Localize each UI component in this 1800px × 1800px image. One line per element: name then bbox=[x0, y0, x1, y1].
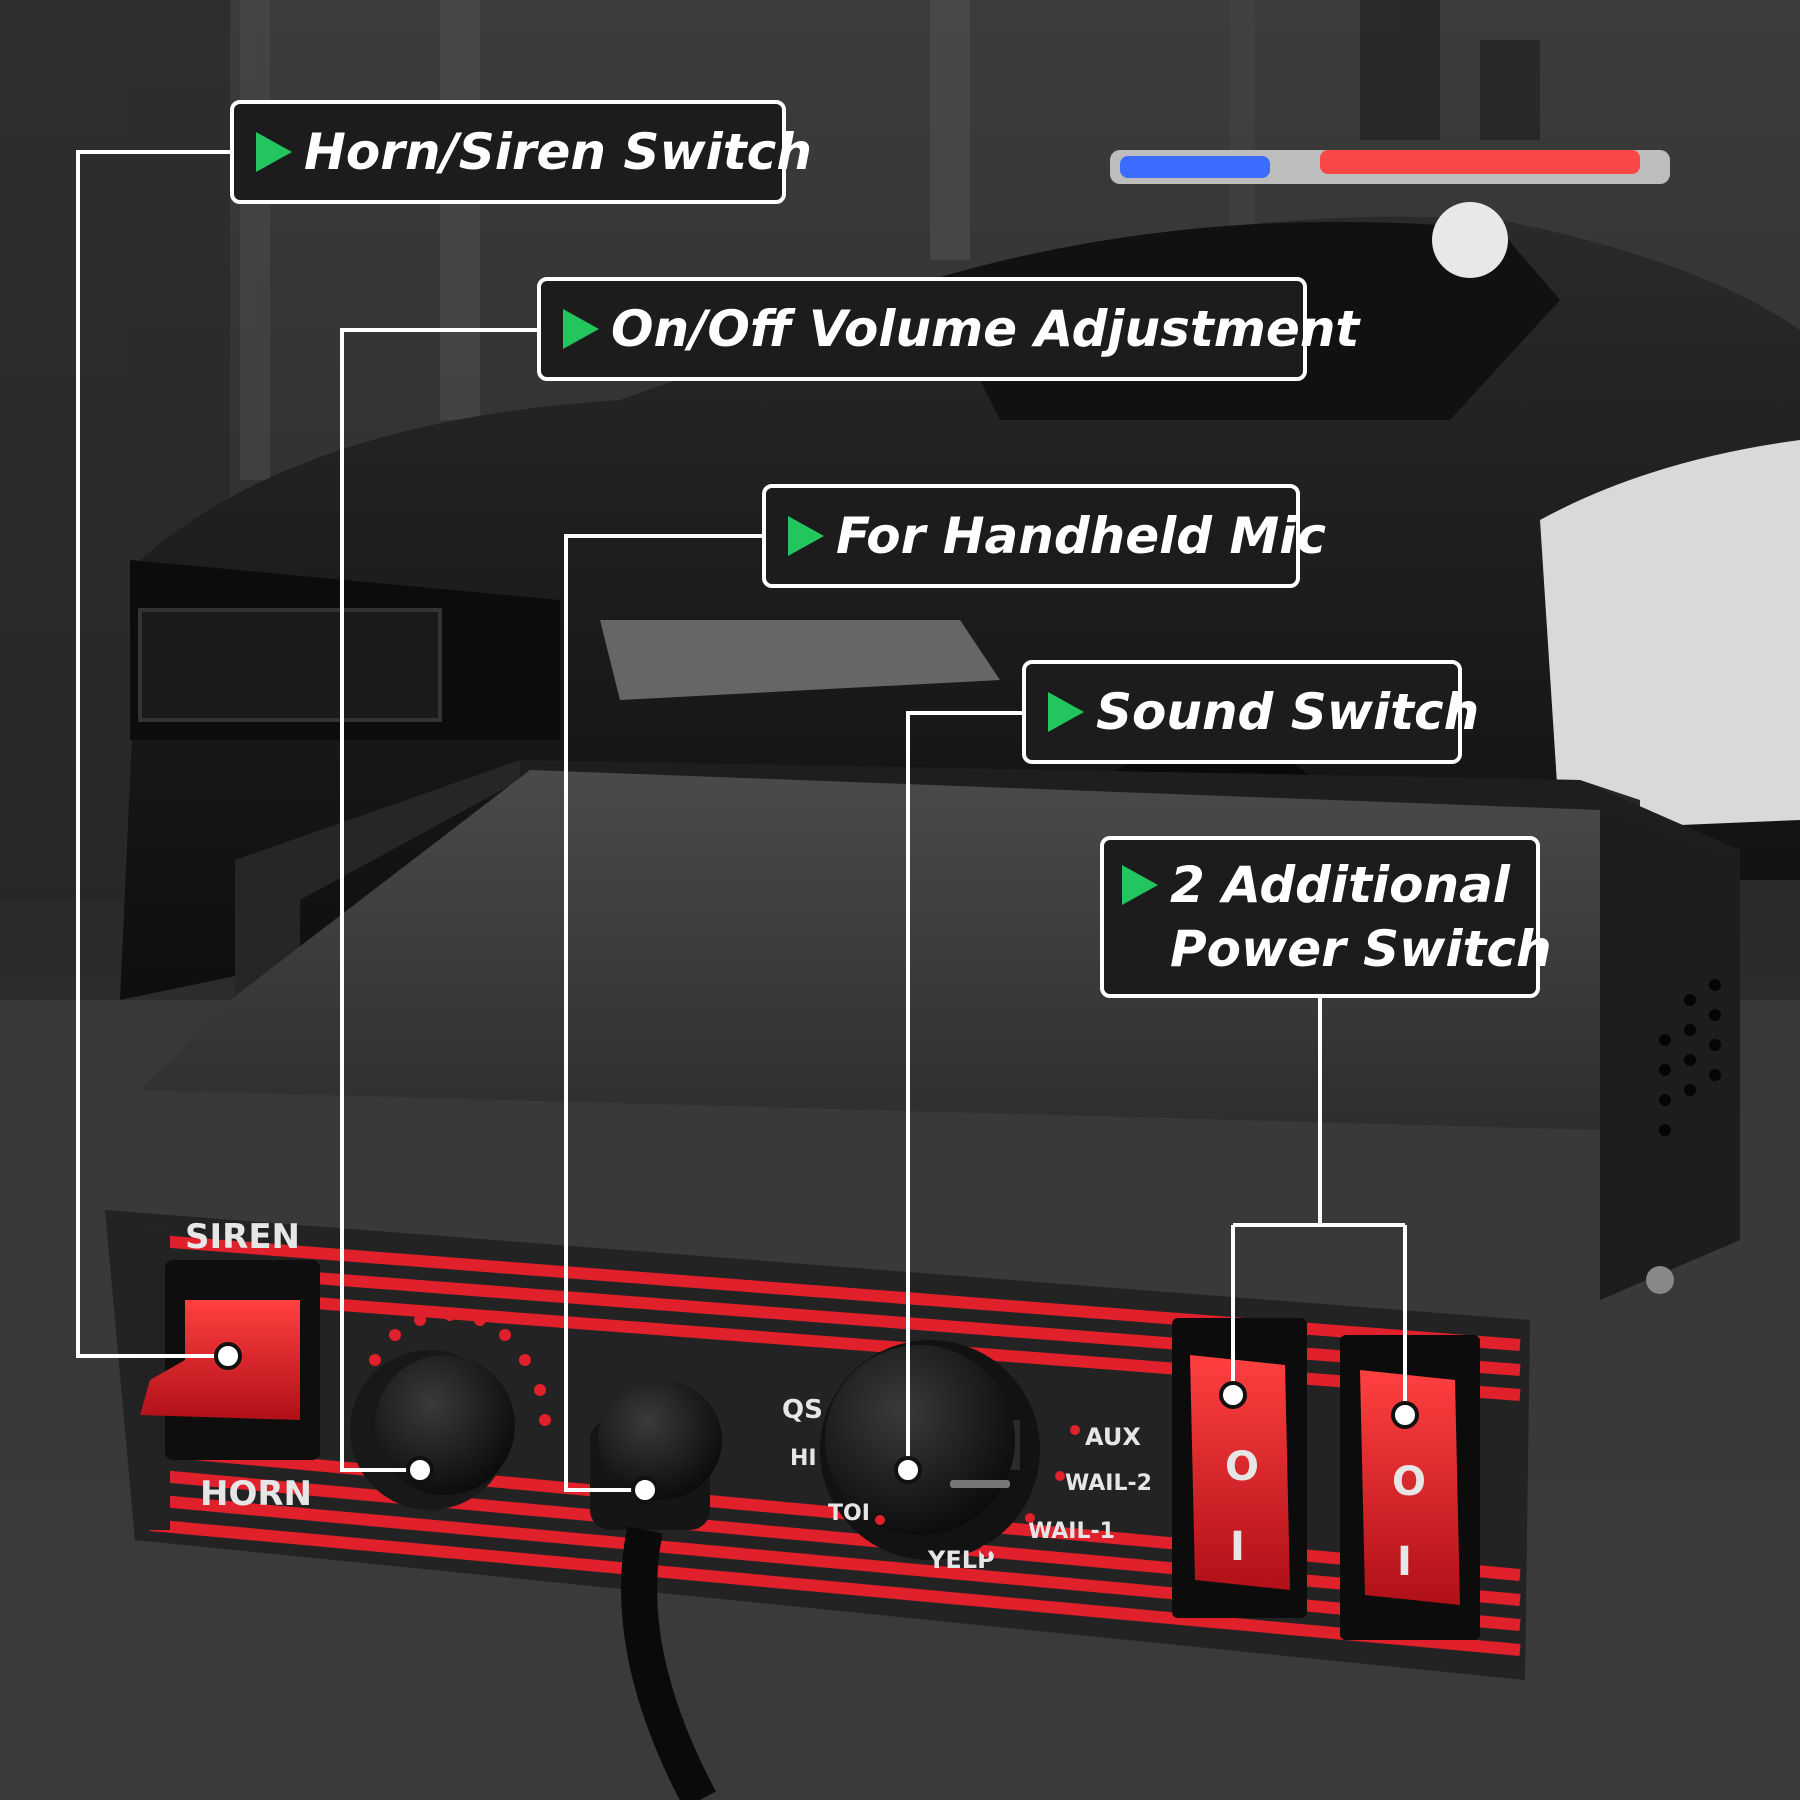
qs-label: QS bbox=[782, 1395, 823, 1425]
volume-dots bbox=[369, 1309, 551, 1426]
mic-jack[interactable] bbox=[590, 1380, 722, 1800]
arrow-right-icon bbox=[256, 132, 292, 172]
rocker-2-on-label: O bbox=[1392, 1459, 1426, 1505]
arrow-right-icon bbox=[563, 309, 599, 349]
rocker-2-off-label: I bbox=[1397, 1539, 1412, 1585]
callout-volume-adjustment: On/Off Volume Adjustment bbox=[537, 277, 1359, 381]
callout-horn-siren-switch: Horn/Siren Switch bbox=[230, 100, 812, 204]
callout-sound-text: Sound Switch bbox=[1096, 683, 1480, 741]
arrow-right-icon bbox=[788, 516, 824, 556]
wail2-label: WAIL-2 bbox=[1065, 1471, 1152, 1496]
callout-power-line2: Power Switch bbox=[1170, 920, 1552, 978]
power-switch-1[interactable]: O I bbox=[1172, 1318, 1307, 1618]
siren-label: SIREN bbox=[185, 1217, 300, 1257]
leader-lines bbox=[76, 150, 1407, 1492]
callout-power-line1: 2 Additional bbox=[1170, 856, 1510, 914]
callout-power-switch: 2 Additional Power Switch bbox=[1100, 836, 1552, 998]
sound-selector-knob[interactable] bbox=[820, 1340, 1040, 1560]
siren-control-box: SIREN HORN QS HI TOI YELP WAIL-1 bbox=[105, 760, 1740, 1800]
horn-label: HORN bbox=[200, 1474, 312, 1514]
aux-label: AUX bbox=[1085, 1423, 1141, 1451]
callout-dots bbox=[214, 1342, 1419, 1504]
rocker-1-on-label: O bbox=[1225, 1444, 1259, 1490]
arrow-right-icon bbox=[1122, 865, 1158, 905]
wail1-label: WAIL-1 bbox=[1028, 1519, 1115, 1544]
callout-volume-text: On/Off Volume Adjustment bbox=[611, 300, 1360, 358]
callout-horn-siren-text: Horn/Siren Switch bbox=[304, 123, 812, 181]
callout-mic-text: For Handheld Mic bbox=[836, 507, 1327, 565]
hi-label: HI bbox=[790, 1446, 817, 1471]
rocker-1-off-label: I bbox=[1230, 1524, 1245, 1570]
arrow-right-icon bbox=[1048, 692, 1084, 732]
callout-handheld-mic: For Handheld Mic bbox=[762, 484, 1326, 588]
tone-label: TOI bbox=[828, 1501, 870, 1526]
power-switch-2[interactable]: O I bbox=[1340, 1335, 1480, 1640]
callout-sound-switch: Sound Switch bbox=[1022, 660, 1479, 764]
